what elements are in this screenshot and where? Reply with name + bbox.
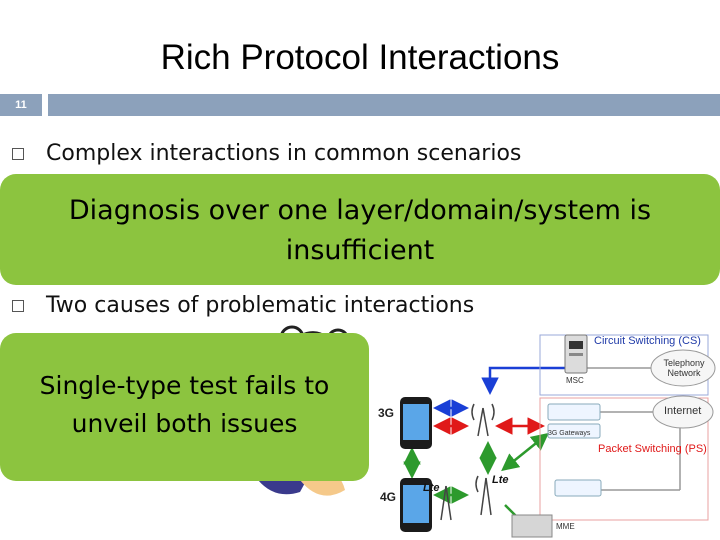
- label-lte-b: Lte: [492, 474, 509, 486]
- internet-cloud-icon: [652, 395, 714, 429]
- label-telephony-network: Telephony Network: [663, 358, 705, 378]
- label-3g-gateways: 3G Gateways: [548, 430, 591, 437]
- callout-single-type-test: Single-type test fails to unveil both is…: [0, 333, 369, 481]
- tower-4g-b-icon: [440, 485, 452, 521]
- bullet-marker: [12, 300, 24, 312]
- label-3g: 3G: [378, 406, 395, 420]
- msc-server-icon: [564, 334, 588, 374]
- label-internet: Internet: [664, 405, 702, 417]
- label-circuit-switching: Circuit Switching (CS): [594, 335, 701, 347]
- bullet-text: Two causes of problematic interactions: [46, 293, 475, 318]
- gateway-device-icon: [547, 403, 601, 439]
- tower-4g-a-icon: [475, 475, 492, 516]
- label-lte-a: Lte: [423, 482, 440, 494]
- mme-device-icon: [511, 479, 602, 538]
- phone-3g-icon: [400, 397, 432, 449]
- telephony-cloud-icon: [650, 349, 716, 387]
- bullet-marker: [12, 148, 24, 160]
- header-bar: [48, 94, 720, 116]
- bullet-text: Complex interactions in common scenarios: [46, 141, 522, 166]
- slide-number: 11: [0, 94, 42, 116]
- tower-3g-icon: [471, 403, 495, 437]
- label-mme: MME: [556, 522, 575, 531]
- callout-diagnosis: Diagnosis over one layer/domain/system i…: [0, 174, 720, 285]
- phone-4g-icon: [400, 478, 432, 532]
- slide-title: Rich Protocol Interactions: [160, 38, 560, 77]
- label-packet-switching: Packet Switching (PS): [598, 443, 707, 455]
- label-msc: MSC: [566, 376, 584, 385]
- label-4g: 4G: [380, 490, 397, 504]
